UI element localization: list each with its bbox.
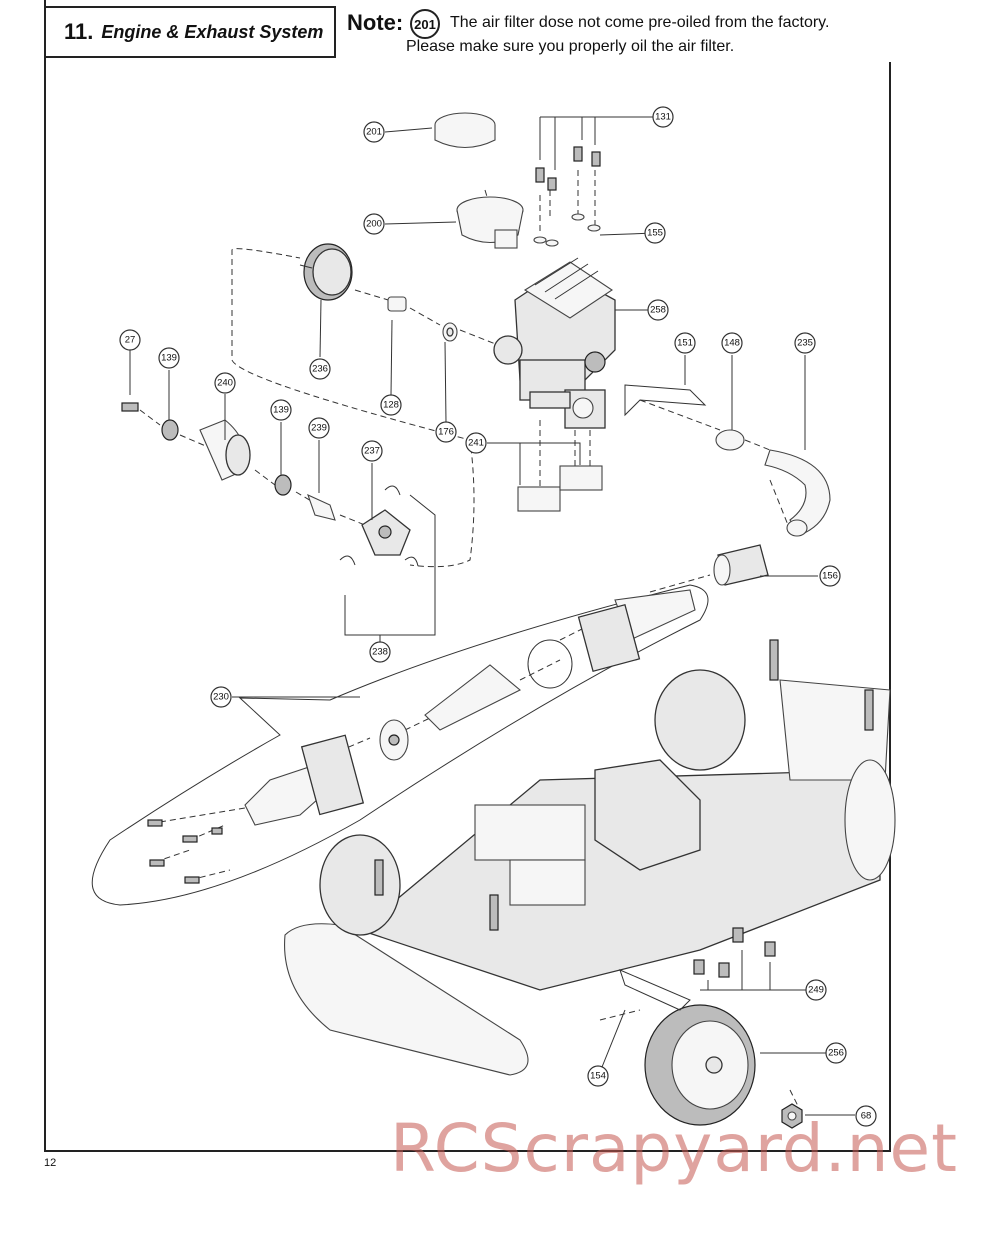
body-clip xyxy=(619,969,691,1011)
callout-200: 200 xyxy=(363,213,385,235)
svg-text:139: 139 xyxy=(161,353,177,364)
svg-text:238: 238 xyxy=(372,647,388,658)
svg-text:151: 151 xyxy=(677,338,693,349)
callout-235: 235 xyxy=(794,332,816,354)
svg-text:235: 235 xyxy=(797,338,813,349)
pipe-o-ring xyxy=(527,639,573,689)
car-chassis xyxy=(283,639,896,1076)
washer-hole xyxy=(446,327,454,337)
callout-148: 148 xyxy=(721,332,743,354)
clutch-spring-1 xyxy=(384,485,401,496)
svg-text:27: 27 xyxy=(125,335,136,346)
collet xyxy=(387,296,407,312)
wheel-nut xyxy=(781,1103,803,1129)
clutch-screw xyxy=(121,402,139,412)
callout-239: 239 xyxy=(308,417,330,439)
svg-text:240: 240 xyxy=(217,378,233,389)
callout-241: 241 xyxy=(465,432,487,454)
exhaust-coupler xyxy=(713,544,769,586)
callout-201: 201 xyxy=(363,121,385,143)
section-title-box: 11. Engine & Exhaust System xyxy=(44,6,336,58)
clutch-bearing-1 xyxy=(161,419,179,441)
note-label: Note: xyxy=(347,10,404,35)
svg-text:131: 131 xyxy=(655,112,671,123)
page-border-right xyxy=(889,62,891,1152)
svg-text:249: 249 xyxy=(808,985,824,996)
callout-230: 230 xyxy=(210,686,232,708)
clutch-group-bracket xyxy=(344,494,436,636)
clutch-spring-2 xyxy=(339,555,356,566)
flywheel xyxy=(299,243,353,301)
svg-text:241: 241 xyxy=(468,438,484,449)
svg-text:68: 68 xyxy=(861,1111,872,1122)
section-title: Engine & Exhaust System xyxy=(101,21,324,42)
svg-text:201: 201 xyxy=(366,127,382,138)
callout-151: 151 xyxy=(674,332,696,354)
exhaust-spring-clip xyxy=(624,384,707,417)
svg-text:258: 258 xyxy=(650,305,666,316)
callout-27: 27 xyxy=(119,329,141,351)
section-number: 11. xyxy=(64,19,94,44)
clutch-bearing-2 xyxy=(274,474,292,496)
callout-68: 68 xyxy=(855,1105,877,1127)
svg-text:154: 154 xyxy=(590,1071,606,1082)
callout-155: 155 xyxy=(644,222,666,244)
callout-258: 258 xyxy=(647,299,669,321)
callout-128: 128 xyxy=(380,394,402,416)
page-number: 12 xyxy=(44,1157,57,1169)
callout-238: 238 xyxy=(369,641,391,663)
callout-131: 131 xyxy=(652,106,674,128)
svg-text:139: 139 xyxy=(273,405,289,416)
callout-leaders xyxy=(129,116,855,1116)
air-filter-housing xyxy=(456,196,524,249)
svg-text:176: 176 xyxy=(438,427,454,438)
callout-139-b: 139 xyxy=(270,399,292,421)
site-watermark: RCScrapyard.net xyxy=(390,1110,958,1187)
callout-236: 236 xyxy=(309,358,331,380)
chassis-screws xyxy=(693,927,776,978)
callout-249: 249 xyxy=(805,979,827,1001)
clutch-shoe xyxy=(361,509,411,556)
svg-text:256: 256 xyxy=(828,1048,844,1059)
engine-block xyxy=(493,257,616,429)
svg-text:155: 155 xyxy=(647,228,663,239)
exhaust-manifold xyxy=(715,429,831,537)
engine-head-screws xyxy=(533,146,601,247)
exhaust-group-outline xyxy=(91,584,709,906)
clutch-shaft xyxy=(307,493,336,521)
clutch-spring-3 xyxy=(404,556,419,567)
callout-156: 156 xyxy=(819,565,841,587)
pipe-gasket xyxy=(379,719,409,761)
callout-154: 154 xyxy=(587,1065,609,1087)
page-border-bottom xyxy=(44,1150,891,1152)
clutch-bell xyxy=(199,419,251,481)
callout-256: 256 xyxy=(825,1042,847,1064)
front-wheel xyxy=(644,1004,756,1126)
svg-text:148: 148 xyxy=(724,338,740,349)
callout-139-a: 139 xyxy=(158,347,180,369)
svg-text:156: 156 xyxy=(822,571,838,582)
engine-mounts xyxy=(517,465,603,512)
svg-text:230: 230 xyxy=(213,692,229,703)
pipe-screws xyxy=(147,819,223,884)
callout-237: 237 xyxy=(361,440,383,462)
tuned-pipe-cone xyxy=(424,664,521,731)
svg-text:239: 239 xyxy=(311,423,327,434)
callout-240: 240 xyxy=(214,372,236,394)
callout-176: 176 xyxy=(435,421,457,443)
tuned-pipe-rear xyxy=(577,589,696,673)
tuned-pipe-header xyxy=(244,734,365,826)
svg-text:128: 128 xyxy=(383,400,399,411)
note-part-badge: 201 xyxy=(410,9,440,39)
air-filter-foam xyxy=(434,112,496,148)
note-text-line-1: The air filter dose not come pre-oiled f… xyxy=(450,14,830,31)
svg-text:200: 200 xyxy=(366,219,382,230)
note-text-line-2: Please make sure you properly oil the ai… xyxy=(406,38,735,55)
page-border-left xyxy=(44,0,46,1152)
svg-text:236: 236 xyxy=(312,364,328,375)
svg-text:237: 237 xyxy=(364,446,380,457)
